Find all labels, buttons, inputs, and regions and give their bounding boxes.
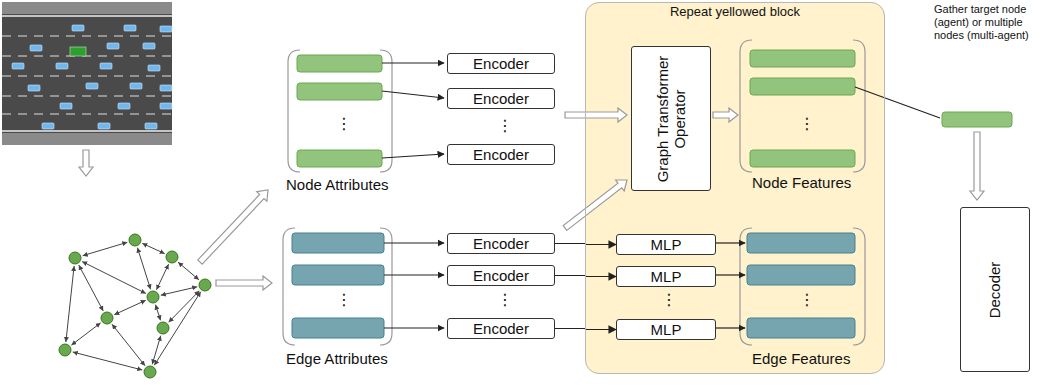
- encoder-box: Encoder: [447, 53, 555, 74]
- arrow-line: [384, 274, 444, 275]
- ellipsis: ⋮: [799, 292, 815, 308]
- mlp-box: MLP: [616, 234, 716, 255]
- group-label: Node Attributes: [286, 176, 389, 193]
- flow-arrow: [563, 180, 627, 230]
- node-text: Encoder: [473, 90, 529, 107]
- ellipsis: ⋮: [336, 292, 352, 308]
- encoder-box: Encoder: [447, 265, 555, 286]
- flow-arrow: [79, 150, 93, 176]
- node-text: MLP: [651, 321, 682, 338]
- feature-box: [297, 83, 382, 100]
- encoder-box: Encoder: [447, 144, 555, 165]
- arrow-line: [384, 242, 444, 243]
- node-text: MLP: [651, 268, 682, 285]
- ellipsis: ⋮: [661, 292, 677, 308]
- node-text: Encoder: [473, 146, 529, 163]
- mlp-box: MLP: [616, 319, 716, 340]
- feature-box: [292, 318, 384, 338]
- flow-arrow: [970, 132, 984, 200]
- feature-box: [297, 150, 382, 167]
- arrow-line: [715, 274, 745, 275]
- node-text: Encoder: [473, 320, 529, 337]
- decoder-box: Decoder: [960, 207, 1030, 372]
- flow-arrow: [198, 190, 268, 264]
- group-label: Edge Features: [752, 350, 850, 367]
- node-text: Graph Transformer Operator: [654, 52, 689, 185]
- node-text: Repeat yellowed block: [586, 5, 884, 20]
- feature-box: [292, 233, 384, 253]
- ellipsis: ⋮: [497, 118, 513, 134]
- arrow-line: [382, 154, 444, 158]
- bracket: [283, 40, 865, 345]
- node-text: Encoder: [473, 235, 529, 252]
- encoder-box: Encoder: [447, 88, 555, 109]
- feature-box: [750, 50, 855, 67]
- arrow-line: [715, 242, 745, 243]
- group-label: Edge Attributes: [286, 350, 388, 367]
- feature-box: [292, 265, 384, 285]
- feature-box: [747, 265, 855, 285]
- encoder-box: Encoder: [447, 233, 555, 254]
- block-ground: [585, 2, 885, 374]
- graph-illustration: [59, 234, 211, 378]
- arrow-line: [715, 327, 745, 328]
- flow-arrow: [565, 108, 627, 122]
- node-text: Encoder: [473, 55, 529, 72]
- arrow-line: [384, 327, 444, 328]
- feature-box: [747, 318, 855, 338]
- node-text: MLP: [651, 236, 682, 253]
- feature-box: [750, 78, 855, 95]
- arrow-line: [855, 87, 940, 118]
- operator-box: Graph Transformer Operator: [631, 46, 711, 191]
- feature-box: [297, 55, 382, 72]
- encoder-box: Encoder: [447, 318, 555, 339]
- ellipsis: ⋮: [799, 116, 815, 132]
- feature-box: [750, 150, 855, 167]
- note: Gather target node (agent) or multiple n…: [934, 3, 1050, 43]
- road-illustration: [2, 2, 172, 145]
- flow-arrow: [216, 276, 272, 290]
- ellipsis: ⋮: [497, 292, 513, 308]
- mlp-box: MLP: [616, 266, 716, 287]
- group-label: Node Features: [752, 174, 851, 191]
- feature-box: [747, 233, 855, 253]
- ellipsis: ⋮: [336, 116, 352, 132]
- arrow-line: [382, 62, 444, 63]
- node-text: Decoder: [986, 213, 1003, 366]
- flow-arrow: [713, 108, 738, 122]
- arrow-line: [382, 91, 444, 98]
- feature-box: [942, 112, 1012, 127]
- node-text: Encoder: [473, 267, 529, 284]
